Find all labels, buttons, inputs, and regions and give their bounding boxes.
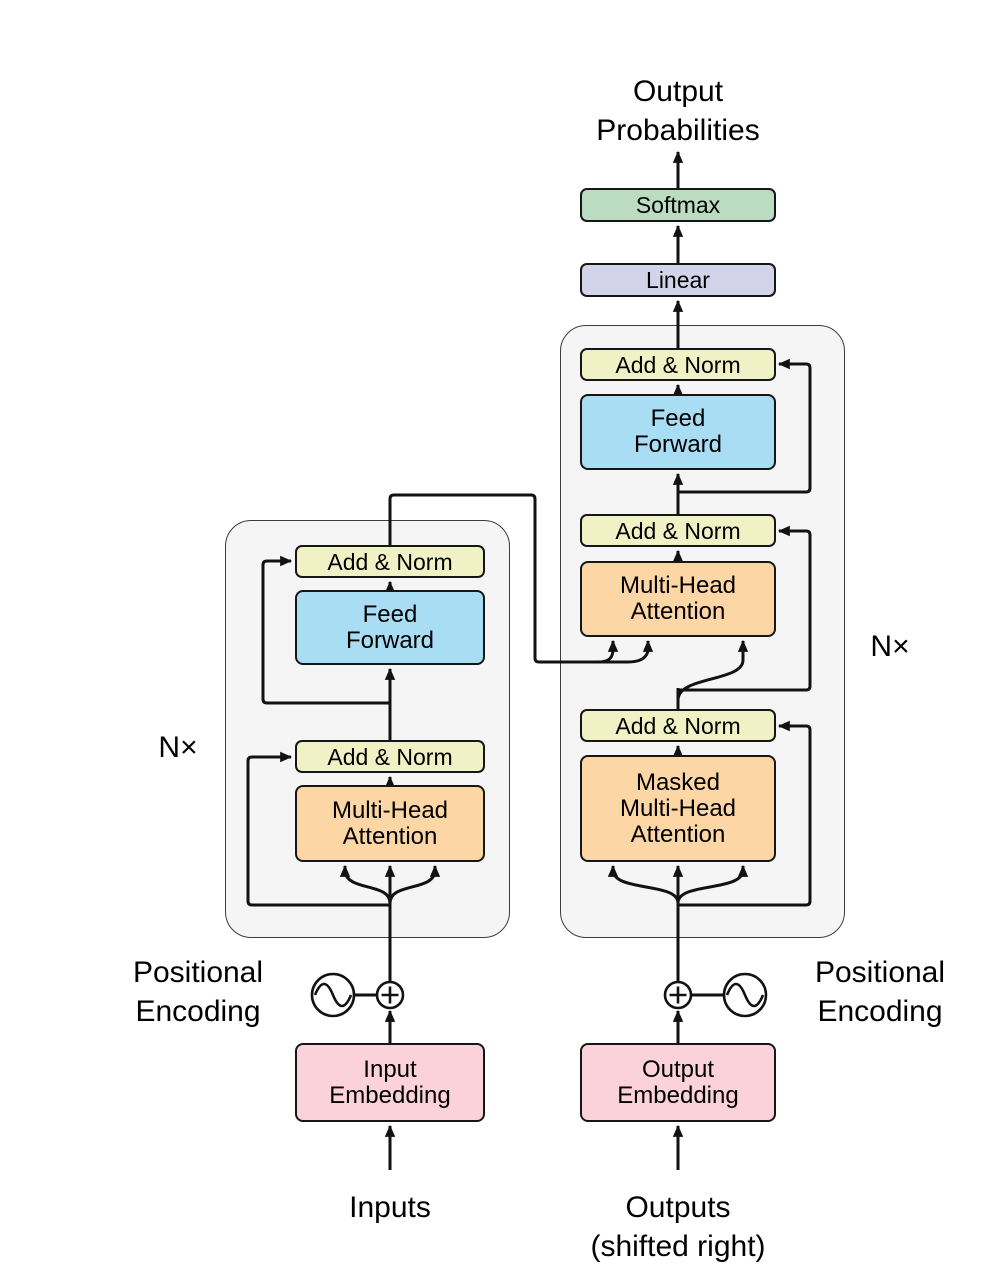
- positional-encoding-glyphs: [310, 972, 768, 1018]
- feed-forward-label-line: Forward: [345, 626, 435, 654]
- attention-label-line: Attention: [630, 598, 726, 625]
- positional-encoding-line: Positional: [132, 956, 264, 989]
- attention-label-line: Multi-Head: [331, 796, 449, 824]
- positional-encoding-label-right: Positional Encoding: [800, 953, 960, 1031]
- residual-around-masked-attention: [678, 720, 812, 907]
- add-norm-label: Add & Norm: [327, 743, 453, 770]
- encoder-multi-head-attention-box: Multi-Head Attention: [295, 785, 485, 862]
- encoder-feed-forward-box: Feed Forward: [295, 590, 485, 665]
- residual-around-decoder-feed-forward: [678, 358, 812, 494]
- inputs-label: Inputs: [290, 1188, 490, 1227]
- output-probabilities-line: Output: [632, 75, 724, 108]
- add-norm-label: Add & Norm: [327, 548, 453, 575]
- positional-encoding-line: Positional: [814, 956, 946, 989]
- attention-label-line: Attention: [342, 822, 438, 850]
- residual-around-decoder-attention: [678, 525, 812, 692]
- decoder-multi-head-attention-box: Multi-Head Attention: [580, 561, 776, 637]
- residual-around-encoder-feed-forward: [261, 555, 390, 705]
- encoder-repeat-count-label: N×: [148, 728, 208, 767]
- embedding-label-line: Input: [363, 1055, 417, 1083]
- outputs-line: (shifted right): [590, 1230, 766, 1263]
- arrow-encoder-to-decoder-attention-left: [597, 639, 619, 664]
- output-probabilities-label: Output Probabilities: [528, 72, 828, 150]
- add-norm-label: Add & Norm: [615, 712, 741, 739]
- decoder-wires: [607, 150, 812, 1170]
- plus-icon-left: [381, 986, 399, 1004]
- attention-label-line: Multi-Head: [619, 794, 737, 822]
- feed-forward-label-line: Feed: [362, 600, 418, 628]
- residual-around-encoder-attention: [246, 751, 390, 907]
- embedding-label-line: Embedding: [617, 1081, 739, 1109]
- embedding-label-line: Embedding: [329, 1081, 451, 1109]
- decoder-add-norm-mid-box: Add & Norm: [580, 514, 776, 547]
- output-probabilities-line: Probabilities: [596, 114, 760, 147]
- arrow-decoder-attention-query-input: [676, 639, 749, 701]
- arrow-encoder-to-decoder-attention-mid: [627, 639, 654, 664]
- positional-encoding-line: Encoding: [135, 995, 261, 1028]
- feed-forward-label-line: Forward: [633, 431, 723, 458]
- encoder-add-norm-top-box: Add & Norm: [295, 545, 485, 578]
- positional-encoding-label-left: Positional Encoding: [118, 953, 278, 1031]
- attention-label-line: Masked: [635, 768, 721, 796]
- embedding-label-line: Output: [641, 1055, 715, 1083]
- encoder-stack-container: [225, 520, 510, 938]
- n-times-text: N×: [870, 630, 910, 663]
- arrow-masked-attention-input-left: [607, 864, 680, 904]
- arrow-encoder-attention-input-right: [388, 864, 441, 904]
- inputs-text: Inputs: [349, 1191, 431, 1224]
- outputs-line: Outputs: [625, 1191, 731, 1224]
- arrow-encoder-attention-input-left: [339, 864, 392, 904]
- decoder-add-norm-bottom-box: Add & Norm: [580, 709, 776, 742]
- plus-icon-right: [669, 986, 687, 1004]
- softmax-box: Softmax: [580, 188, 776, 222]
- n-times-text: N×: [158, 731, 198, 764]
- line-encoder-output-to-decoder: [388, 493, 628, 664]
- positional-encoding-line: Encoding: [817, 995, 943, 1028]
- linear-label: Linear: [646, 267, 710, 293]
- arrow-masked-attention-input-right: [676, 864, 749, 904]
- decoder-feed-forward-box: Feed Forward: [580, 394, 776, 470]
- outputs-label: Outputs (shifted right): [558, 1188, 798, 1266]
- feed-forward-label-line: Feed: [650, 405, 706, 432]
- sine-wave-icon-right: [725, 982, 765, 1008]
- decoder-repeat-count-label: N×: [860, 627, 920, 666]
- input-embedding-box: Input Embedding: [295, 1043, 485, 1122]
- output-embedding-box: Output Embedding: [580, 1043, 776, 1122]
- decoder-add-norm-top-box: Add & Norm: [580, 348, 776, 381]
- masked-multi-head-attention-box: Masked Multi-Head Attention: [580, 755, 776, 862]
- attention-label-line: Attention: [630, 820, 726, 848]
- sine-wave-icon-left: [313, 982, 353, 1008]
- add-norm-label: Add & Norm: [615, 517, 741, 544]
- softmax-label: Softmax: [635, 192, 721, 218]
- encoder-wires: [246, 493, 654, 1170]
- linear-box: Linear: [580, 263, 776, 297]
- attention-label-line: Multi-Head: [619, 572, 737, 599]
- add-norm-label: Add & Norm: [615, 351, 741, 378]
- encoder-add-norm-bottom-box: Add & Norm: [295, 740, 485, 773]
